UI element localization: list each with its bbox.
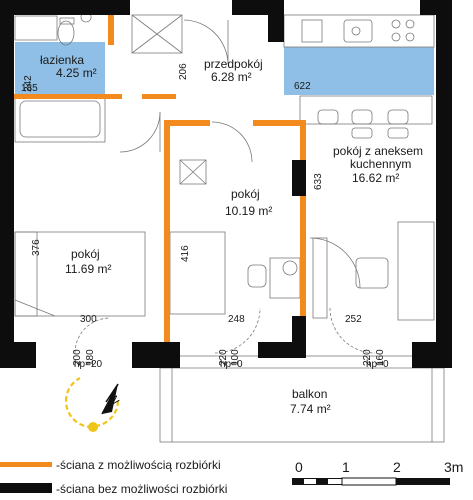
removable-walls [12, 15, 306, 344]
legend-removable-label: -ściana z możliwością rozbiórki [56, 458, 221, 472]
dim-242: 242 [23, 75, 34, 92]
fixtures [14, 11, 445, 443]
threshold-right: hp=0 [366, 359, 389, 370]
dim-220a: 220 [218, 349, 229, 366]
scale-bar: 0 1 2 3m [292, 459, 463, 486]
dim-200: 200 [72, 349, 83, 366]
bathroom-name: łazienka [40, 53, 84, 67]
legend-nonremovable-swatch [0, 483, 52, 493]
dim-185: 185 [21, 83, 38, 94]
structural-walls [0, 0, 452, 368]
scale-tick-1: 1 [342, 459, 350, 475]
dim-376: 376 [31, 239, 42, 256]
legend: -ściana z możliwością rozbiórki -ściana … [0, 458, 227, 496]
dim-100: 100 [230, 349, 241, 366]
dim-220b: 220 [362, 349, 373, 366]
left-room-area: 11.69 m² [65, 262, 111, 276]
dim-633: 633 [313, 173, 324, 190]
bathroom-floor-zone [15, 42, 105, 96]
dim-160: 160 [375, 349, 386, 366]
dim-248: 248 [228, 314, 245, 325]
scale-tick-0: 0 [295, 459, 303, 475]
balcony-area: 7.74 m² [290, 402, 331, 416]
threshold-left: hp=20 [74, 359, 103, 370]
legend-nonremovable-label: -ściana bez możliwości rozbiórki [56, 482, 227, 496]
scale-tick-2: 2 [393, 459, 401, 475]
hallway-area: 6.28 m² [211, 70, 252, 84]
kitchen-room-name-1: pokój z aneksem [333, 144, 423, 158]
dim-252: 252 [345, 314, 362, 325]
left-room-name: pokój [71, 247, 100, 261]
dim-300: 300 [80, 314, 97, 325]
dim-206: 206 [178, 63, 189, 80]
balcony-name: balkon [292, 387, 327, 401]
scale-tick-3: 3m [444, 459, 463, 475]
hallway-name: przedpokój [204, 57, 263, 71]
compass-icon: N [64, 377, 121, 432]
kitchen-room-area: 16.62 m² [352, 171, 399, 185]
kitchen-room-name-2: kuchennym [350, 157, 411, 171]
dim-416: 416 [180, 245, 191, 262]
legend-removable-swatch [0, 462, 52, 467]
middle-room-area: 10.19 m² [225, 204, 272, 218]
bathroom-area: 4.25 m² [56, 66, 97, 80]
kitchen-counter-zone [284, 47, 434, 95]
dim-180: 180 [85, 349, 96, 366]
dim-622: 622 [294, 81, 311, 92]
middle-room-name: pokój [231, 187, 260, 201]
threshold-middle: hp=0 [220, 359, 243, 370]
